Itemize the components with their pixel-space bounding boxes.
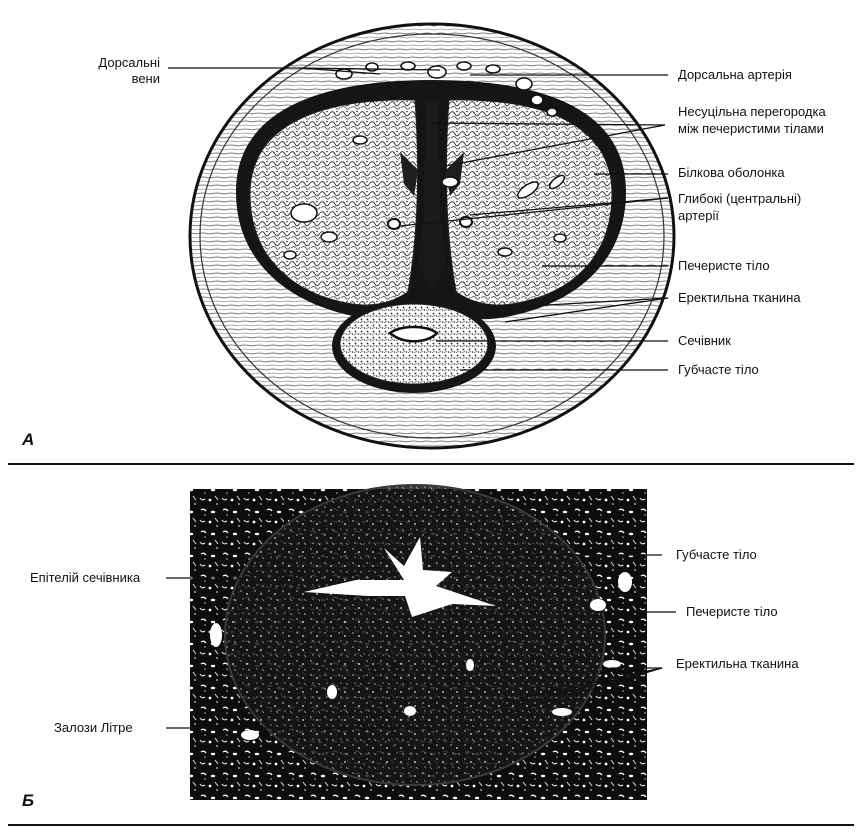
panel-a-letter: A [22,430,35,449]
label-erectile-tissue: Еректильна тканина [678,290,801,305]
label-tunica-albuginea: Білкова оболонка [678,165,785,180]
penis-cross-section-illustration [188,22,676,450]
label-dorsal-artery: Дорсальна артерія [678,67,792,82]
label-cavernous-body-b: Печеристе тіло [686,604,778,619]
panel-divider-bottom [8,824,854,826]
label-deep-arteries-line2: артерії [678,208,719,223]
label-erectile-tissue-b: Еректильна тканина [676,656,799,671]
label-urethral-epithelium: Епітелій сечівника [30,570,141,585]
label-septum-line1: Несуцільна перегородка [678,104,826,119]
urethra-histology-micrograph [190,484,647,800]
label-dorsal-veins-line1: Дорсальні [98,55,160,70]
label-deep-arteries-line1: Глибокі (центральні) [678,191,802,206]
label-septum-line2: між печеристими тілами [678,121,824,136]
label-urethra: Сечівник [678,333,731,348]
panel-divider-top [8,463,854,465]
label-dorsal-veins-line2: вени [131,71,160,86]
label-cavernous-body: Печеристе тіло [678,258,770,273]
label-littre-glands: Залози Літре [54,720,133,735]
panel-b-letter: Б [22,791,35,810]
panel-a-leader-lines [168,67,669,371]
label-spongy-body: Губчасте тіло [678,362,759,377]
panel-b-leader-lines [166,554,676,729]
label-spongy-body-b: Губчасте тіло [676,547,757,562]
